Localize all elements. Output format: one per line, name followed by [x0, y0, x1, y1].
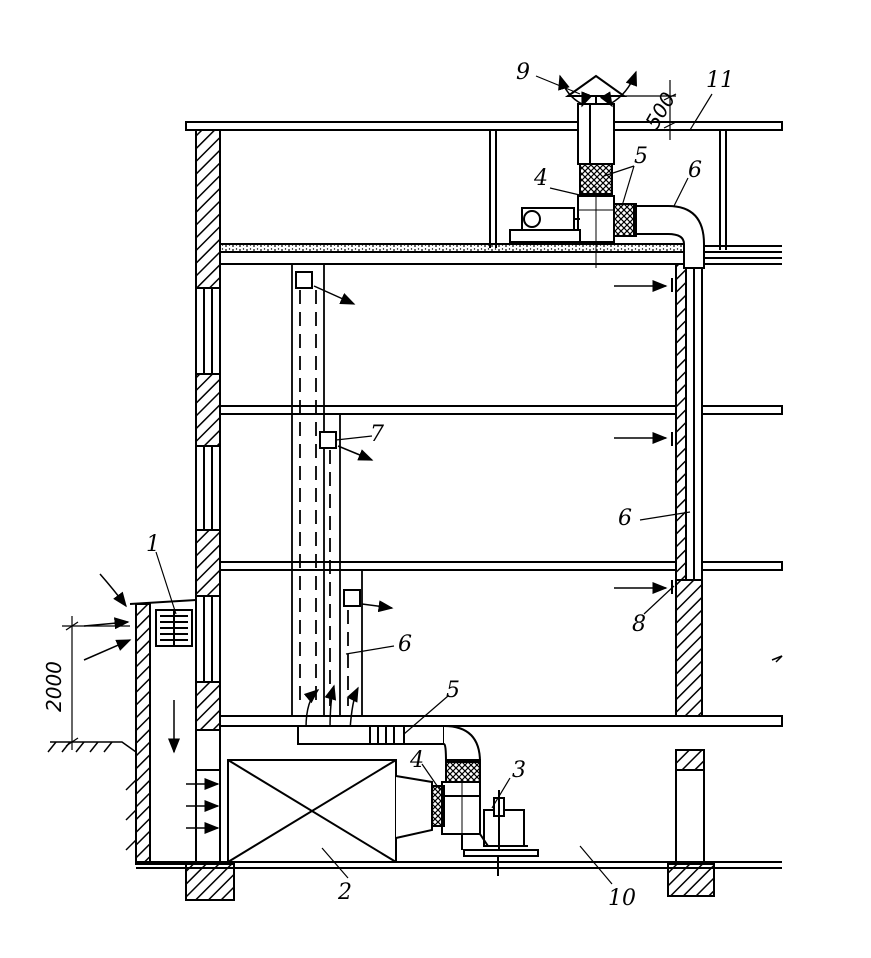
exhaust-outflow-arrows: [558, 70, 638, 108]
exhaust-shaft: [564, 74, 628, 165]
dimension-2000-text: 2000: [42, 661, 66, 712]
label-10-basement: 10: [608, 886, 636, 911]
supply-air-arrows: [303, 285, 394, 731]
air-handling-chamber: [227, 759, 433, 863]
label-4-fan-top: 4: [534, 166, 548, 191]
roof-structure: [185, 121, 783, 253]
label-6-duct-top: 6: [688, 158, 702, 183]
dimension-500: [624, 80, 677, 140]
break-mark: [771, 655, 783, 663]
right-wall: [667, 263, 715, 897]
leader-lines: [155, 75, 713, 885]
label-11-attic: 11: [706, 68, 734, 93]
intake-air-arrows: [83, 573, 220, 834]
label-6-duct-right: 6: [618, 506, 632, 531]
label-7-grille: 7: [370, 422, 384, 447]
ground-line: [47, 741, 137, 864]
label-8-exhaust-grille: 8: [632, 612, 646, 637]
dimension-2000: [62, 616, 130, 750]
basement-supply-duct: [297, 725, 482, 783]
basement-fan: [431, 781, 539, 876]
label-3-motor: 3: [512, 758, 526, 783]
roof-fan: [509, 163, 615, 268]
label-9-deflector: 9: [516, 60, 530, 85]
label-5-flex-top: 5: [634, 144, 648, 169]
intake-shaft: [129, 599, 197, 865]
supply-ducts: [291, 264, 363, 716]
label-2-chamber: 2: [338, 880, 352, 905]
supply-grilles: [295, 271, 361, 607]
label-5-flex-bottom: 5: [446, 678, 460, 703]
exhaust-air-arrows: [614, 280, 668, 594]
label-4-fan-bottom: 4: [410, 748, 424, 773]
label-6-duct-left: 6: [398, 632, 412, 657]
left-exterior-wall: [185, 129, 235, 901]
label-1-air-intake: 1: [146, 532, 160, 557]
